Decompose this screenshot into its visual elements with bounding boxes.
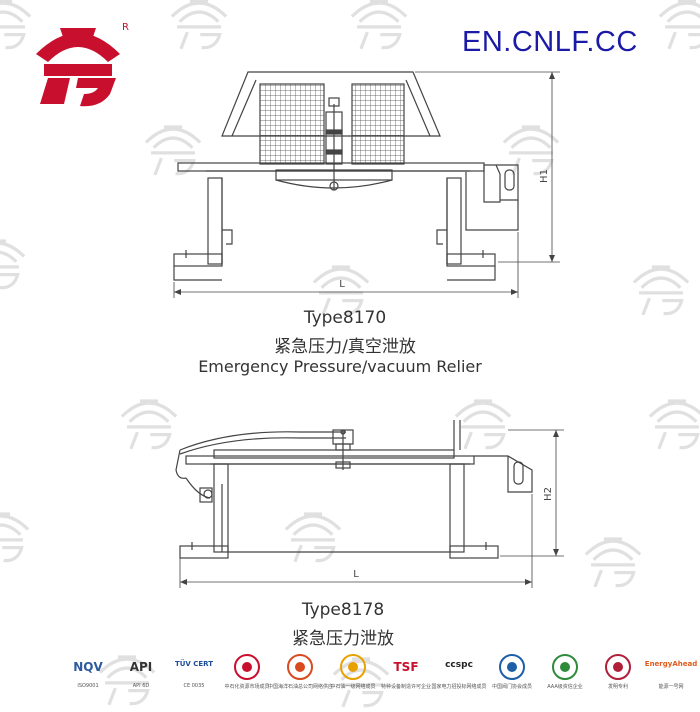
sinopec-icon bbox=[234, 654, 260, 680]
watermark-logo bbox=[350, 0, 408, 50]
bottom-type-label: Type8178 bbox=[301, 600, 385, 620]
certification-bar: NQV ISO9001 API API 6D TÜV CERT CE 0035 中石化资源市… bbox=[62, 650, 698, 698]
certification-label: AAA级资信企业 bbox=[547, 684, 583, 690]
watermark-logo bbox=[658, 0, 700, 50]
valve-association-logo: 中国阀门协会成员 bbox=[486, 650, 538, 698]
watermark-logo bbox=[648, 399, 700, 450]
api-logo: API API 6D bbox=[115, 650, 167, 698]
company-logo bbox=[36, 28, 120, 107]
watermark-logo bbox=[312, 265, 370, 316]
tsf-icon: TSF bbox=[393, 660, 419, 674]
petrochina-logo: 中石油一级网络成员 bbox=[327, 650, 379, 698]
bottom-dim-height: H2 bbox=[543, 487, 554, 501]
watermark-logo bbox=[454, 399, 512, 450]
watermark-logo bbox=[284, 512, 342, 563]
watermark-logo bbox=[144, 125, 202, 176]
aaa-credit-logo: AAA级资信企业 bbox=[539, 650, 591, 698]
cnooc-icon bbox=[287, 654, 313, 680]
petrochina-icon bbox=[340, 654, 366, 680]
type8178-drawing bbox=[175, 420, 564, 588]
watermark-logo bbox=[0, 512, 30, 563]
certification-label: 特种设备制造许可企业 bbox=[380, 684, 431, 690]
certification-label: 发明专利 bbox=[607, 684, 628, 690]
certification-label: API 6D bbox=[132, 683, 150, 689]
tsf-logo: TSF 特种设备制造许可企业 bbox=[380, 650, 432, 698]
watermark-logo bbox=[170, 0, 228, 50]
energy-ahead-logo: EnergyAhead 能源一号网 bbox=[645, 650, 697, 698]
certification-label: 国家电力招投标网络成员 bbox=[431, 684, 487, 690]
website-link[interactable]: EN.CNLF.CC bbox=[462, 26, 638, 58]
certification-label: 中国阀门协会成员 bbox=[491, 684, 532, 690]
nqv-logo: NQV ISO9001 bbox=[62, 650, 114, 698]
top-type-label: Type8170 bbox=[303, 308, 387, 328]
sinopec-logo: 中石化资源市场成员 bbox=[221, 650, 273, 698]
top-dim-length: L bbox=[339, 279, 345, 290]
energy-ahead-icon: EnergyAhead bbox=[644, 660, 698, 668]
top-dim-height: H1 bbox=[539, 169, 550, 183]
certification-label: 中石油一级网络成员 bbox=[330, 684, 376, 690]
type8170-drawing bbox=[173, 71, 560, 298]
watermark-logo bbox=[0, 0, 32, 50]
tuv-logo: TÜV CERT CE 0035 bbox=[168, 650, 220, 698]
watermark-logo bbox=[120, 399, 178, 450]
watermark-logo bbox=[0, 239, 26, 290]
patent-logo: 发明专利 bbox=[592, 650, 644, 698]
top-name-cn: 紧急压力/真空泄放 bbox=[274, 337, 416, 357]
top-name-en: Emergency Pressure/vacuum Relier bbox=[198, 357, 482, 376]
patent-icon bbox=[605, 654, 631, 680]
ccspc-icon: ccspc bbox=[445, 660, 473, 670]
nqv-icon: NQV bbox=[73, 660, 103, 674]
ccspc-logo: ccspc 国家电力招投标网络成员 bbox=[431, 650, 486, 698]
certification-label: CE 0035 bbox=[183, 683, 205, 689]
certification-label: 中石化资源市场成员 bbox=[224, 684, 270, 690]
bottom-name-cn: 紧急压力泄放 bbox=[292, 629, 394, 649]
cnooc-logo: 中国海洋石油总公司网络供应商 bbox=[268, 650, 332, 698]
aaa-credit-icon bbox=[552, 654, 578, 680]
registered-mark: R bbox=[122, 22, 129, 33]
certification-label: 中国海洋石油总公司网络供应商 bbox=[268, 684, 332, 690]
watermark-logo bbox=[584, 537, 642, 588]
api-icon: API bbox=[129, 660, 153, 674]
watermark-logo bbox=[632, 265, 690, 316]
bottom-dim-length: L bbox=[353, 569, 359, 580]
certification-label: ISO9001 bbox=[77, 683, 99, 689]
valve-association-icon bbox=[499, 654, 525, 680]
certification-label: 能源一号网 bbox=[658, 684, 684, 690]
tuv-icon: TÜV CERT bbox=[174, 660, 214, 668]
